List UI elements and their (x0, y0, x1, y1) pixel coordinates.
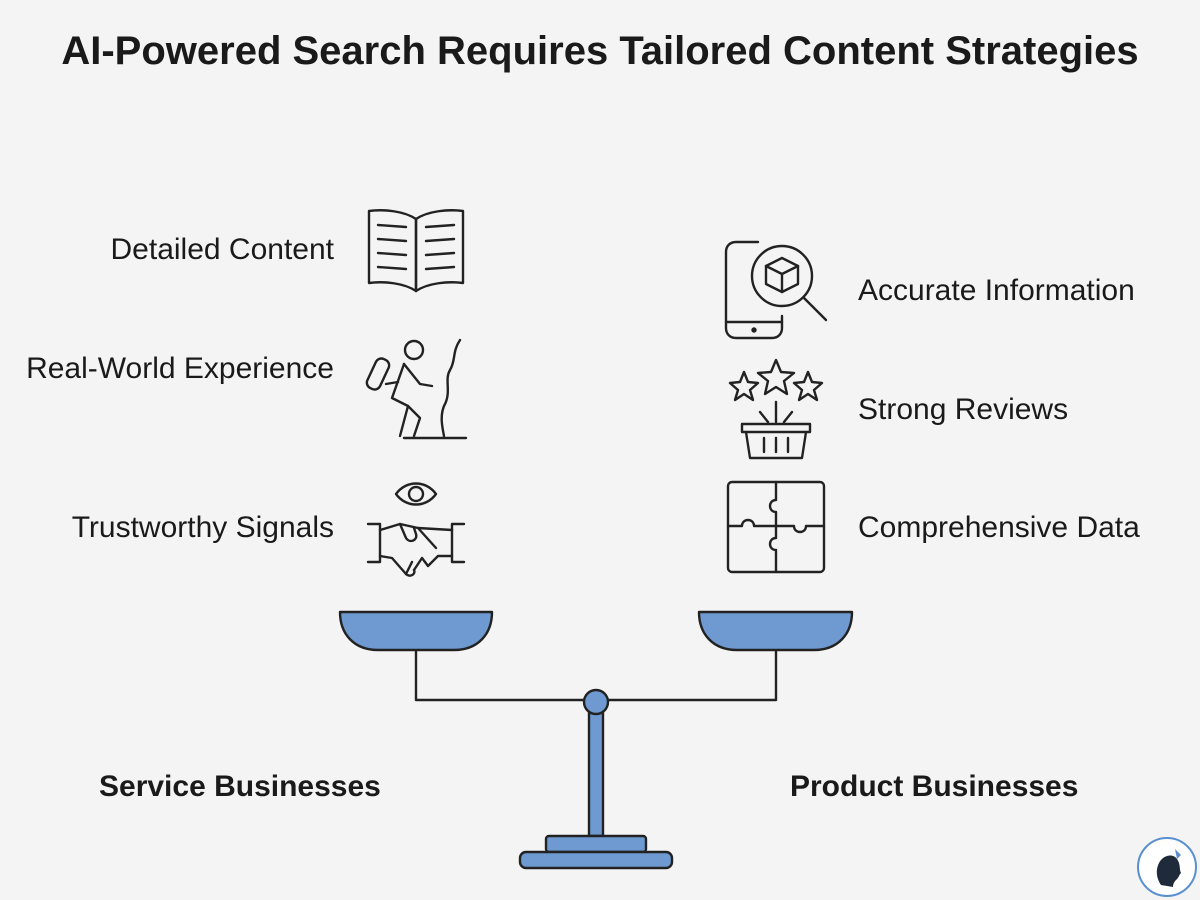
right-item-label: Strong Reviews (858, 393, 1069, 426)
page-title: AI-Powered Search Requires Tailored Cont… (61, 29, 1139, 73)
product-businesses-label: Product Businesses (790, 770, 1079, 803)
left-scale-pan (338, 610, 494, 652)
service-businesses-label: Service Businesses (99, 770, 381, 803)
open-book-icon (366, 205, 466, 295)
right-scale-pan (697, 610, 854, 652)
left-item-label: Detailed Content (110, 233, 334, 266)
puzzle-icon (724, 478, 829, 576)
right-item-label: Accurate Information (858, 274, 1135, 307)
phone-magnifier-box-icon (722, 238, 832, 343)
left-item-label: Trustworthy Signals (71, 511, 334, 544)
profile-head-icon (1137, 837, 1197, 897)
scale-stand (518, 688, 674, 870)
climber-icon (365, 336, 468, 441)
handshake-eye-icon (366, 474, 466, 579)
stars-basket-icon (724, 358, 829, 463)
right-item-label: Comprehensive Data (858, 511, 1140, 544)
left-item-label: Real-World Experience (26, 352, 334, 385)
